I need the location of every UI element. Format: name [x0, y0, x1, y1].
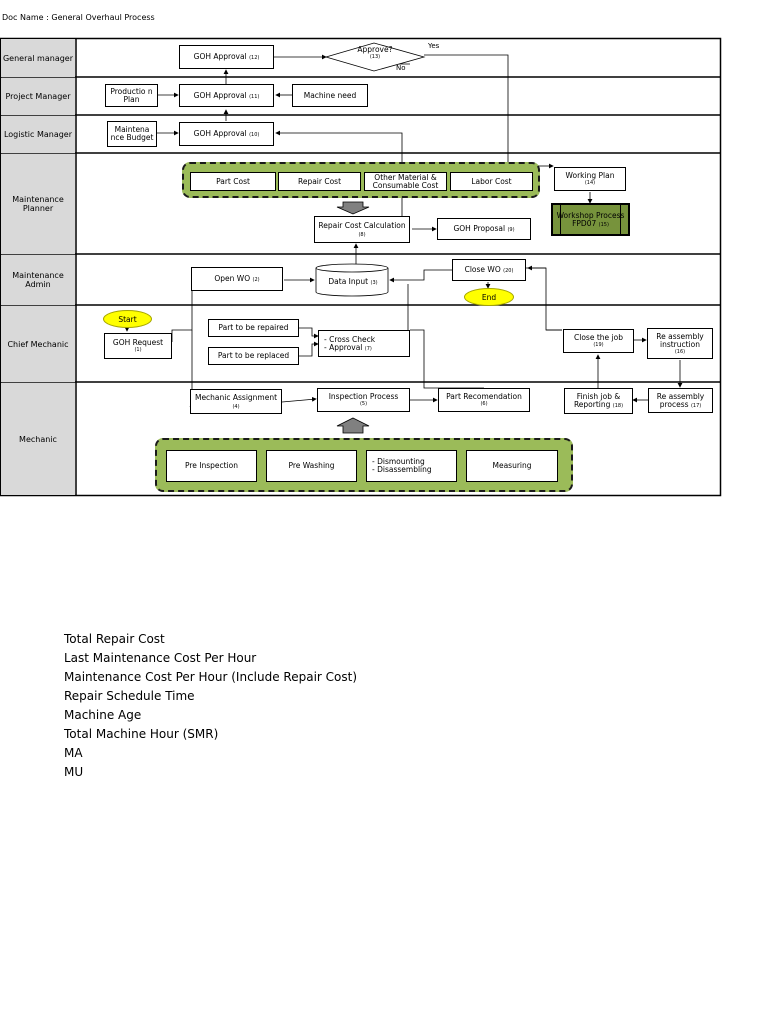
lane-mechanic: Mechanic: [1, 383, 75, 495]
metric-item: Total Machine Hour (SMR): [64, 727, 219, 741]
start-terminal: Start: [103, 310, 152, 328]
goh-request: GOH Request (1): [104, 333, 172, 359]
approve-decision-shape: [324, 42, 426, 72]
end-terminal: End: [464, 288, 514, 306]
metric-item: Maintenance Cost Per Hour (Include Repai…: [64, 670, 358, 684]
data-input-cylinder: [315, 263, 389, 297]
mechanic-assignment: Mechanic Assignment (4): [190, 389, 282, 414]
lane-general-manager: General manager: [1, 39, 75, 77]
part-cost: Part Cost: [190, 172, 276, 191]
machine-need: Machine need: [292, 84, 368, 107]
doc-name: Doc Name : General Overhaul Process: [2, 13, 155, 22]
labor-cost: Labor Cost: [450, 172, 533, 191]
working-plan: Working Plan (14): [554, 167, 626, 191]
goh-approval-11: GOH Approval (11): [179, 84, 274, 107]
inspection-process: Inspection Process (5): [317, 388, 410, 412]
production-plan: Productio n Plan: [105, 84, 158, 107]
pre-inspection: Pre Inspection: [166, 450, 257, 482]
yes-label: Yes: [428, 42, 440, 50]
pre-washing: Pre Washing: [266, 450, 357, 482]
metric-item: Total Repair Cost: [64, 632, 165, 646]
data-input: Data Input (3): [328, 277, 378, 286]
goh-approval-12: GOH Approval (12): [179, 45, 274, 69]
cross-check-approval: - Cross Check - Approval (7): [318, 330, 410, 357]
dismounting-disassembling: - Dismounting - Disassembling: [366, 450, 457, 482]
no-label: No: [396, 64, 406, 72]
workshop-process: Workshop Process FPD07 (15): [551, 203, 630, 236]
repair-cost: Repair Cost: [278, 172, 361, 191]
lane-chief-mechanic: Chief Mechanic: [1, 306, 75, 382]
down-arrow-icon: [336, 201, 370, 215]
lane-project-manager: Project Manager: [1, 78, 75, 115]
part-to-be-replaced: Part to be replaced: [208, 347, 299, 365]
flowchart: General manager Project Manager Logistic…: [0, 37, 722, 497]
other-material-cost: Other Material & Consumable Cost: [364, 172, 447, 191]
lane-maintenance-planner: Maintenance Planner: [1, 154, 75, 254]
goh-approval-10: GOH Approval (10): [179, 122, 274, 146]
close-the-job: Close the job (19): [563, 329, 634, 353]
approve-decision: Approve? (13): [357, 45, 393, 61]
lane-maintenance-admin: Maintenance Admin: [1, 255, 75, 305]
metric-item: Machine Age: [64, 708, 142, 722]
reassembly-process: Re assembly process (17): [648, 388, 713, 413]
measuring: Measuring: [466, 450, 558, 482]
goh-proposal: GOH Proposal (9): [437, 218, 531, 240]
part-to-be-repaired: Part to be repaired: [208, 319, 299, 337]
metric-item: Last Maintenance Cost Per Hour: [64, 651, 257, 665]
metric-item: MU: [64, 765, 84, 779]
repair-cost-calculation: Repair Cost Calculation (8): [314, 216, 410, 243]
metrics-list: Total Repair Cost Last Maintenance Cost …: [64, 630, 357, 782]
up-arrow-icon: [336, 417, 370, 434]
open-wo: Open WO (2): [191, 267, 283, 291]
lane-logistic-manager: Logistic Manager: [1, 116, 75, 153]
flowchart-connectors: [0, 37, 722, 497]
metric-item: Repair Schedule Time: [64, 689, 195, 703]
metric-item: MA: [64, 746, 83, 760]
close-wo: Close WO (20): [452, 259, 526, 281]
finish-job-reporting: Finish job & Reporting (18): [564, 388, 633, 414]
part-recommendation: Part Recomendation (6): [438, 388, 530, 412]
reassembly-instruction: Re assembly instruction (16): [647, 328, 713, 359]
maintenance-budget: Maintena nce Budget: [107, 121, 157, 147]
